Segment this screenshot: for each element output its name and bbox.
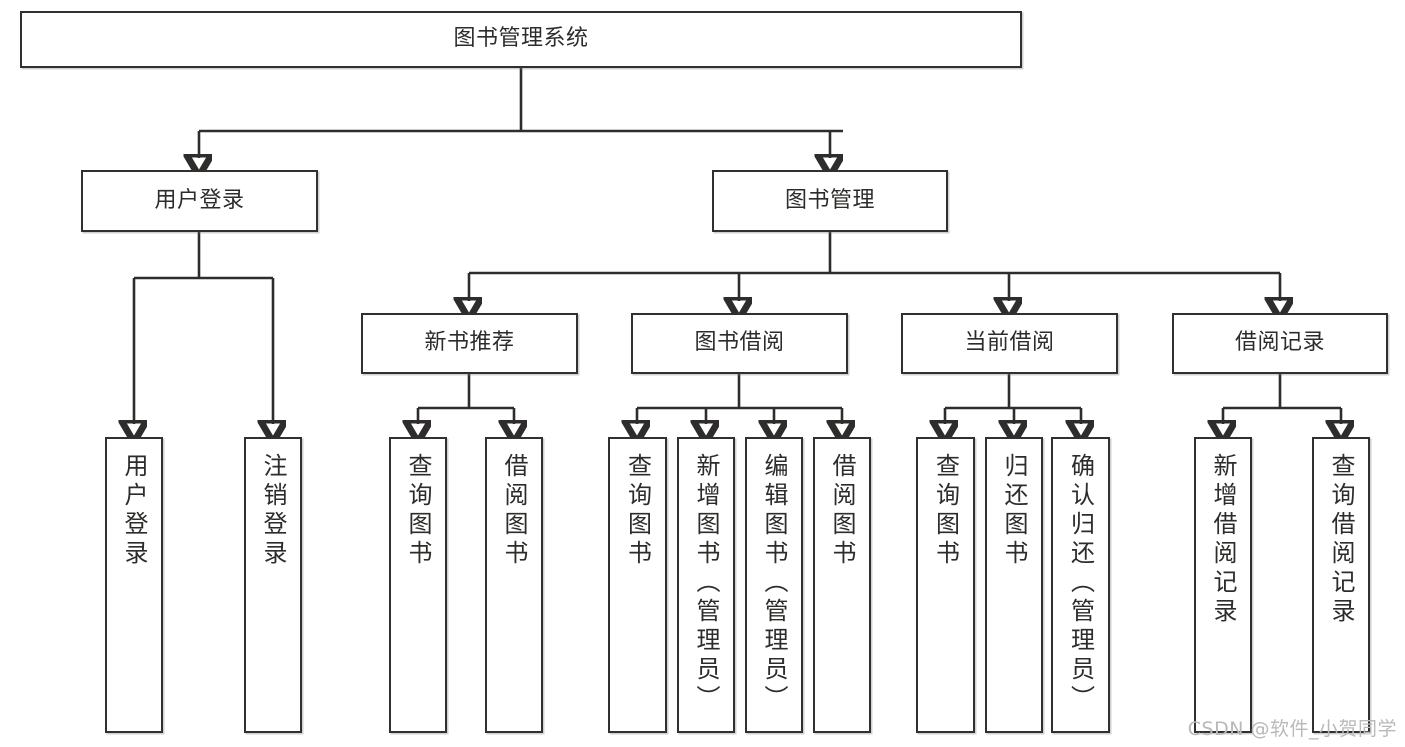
node-book-manage-label: 图书管理	[784, 187, 875, 213]
node-new-book-recommend-label: 新书推荐	[424, 330, 515, 356]
node-leaf-return-book[interactable]: 归还图书	[985, 437, 1043, 733]
node-borrow-record-label: 借阅记录	[1234, 330, 1325, 356]
node-leaf-query-book-borrow-label: 查询图书	[623, 453, 652, 569]
node-leaf-return-book-label: 归还图书	[1000, 453, 1028, 569]
node-leaf-borrow-book-label: 借阅图书	[828, 453, 856, 569]
node-leaf-query-book-rec-label: 查询图书	[404, 453, 432, 569]
node-borrow-record[interactable]: 借阅记录	[1172, 313, 1388, 374]
node-leaf-edit-book-label: 编辑图书（管理员）	[760, 453, 788, 714]
node-leaf-confirm-return[interactable]: 确认归还（管理员）	[1051, 437, 1110, 733]
node-leaf-query-book-rec[interactable]: 查询图书	[389, 437, 447, 733]
node-current-borrow[interactable]: 当前借阅	[901, 313, 1118, 374]
node-leaf-add-book[interactable]: 新增图书（管理员）	[677, 437, 735, 733]
node-user-login-label: 用户登录	[154, 187, 245, 213]
node-leaf-add-record-label: 新增借阅记录	[1209, 453, 1237, 627]
node-user-login[interactable]: 用户登录	[81, 170, 318, 232]
node-leaf-user-logout-label: 注销登录	[259, 453, 287, 569]
node-current-borrow-label: 当前借阅	[964, 330, 1055, 356]
node-leaf-user-login-label: 用户登录	[120, 453, 148, 569]
node-leaf-query-book-borrow[interactable]: 查询图书	[608, 437, 667, 733]
node-leaf-query-book-cur[interactable]: 查询图书	[916, 437, 975, 733]
node-leaf-query-record-label: 查询借阅记录	[1327, 453, 1355, 627]
node-new-book-recommend[interactable]: 新书推荐	[361, 313, 578, 374]
node-leaf-confirm-return-label: 确认归还（管理员）	[1066, 453, 1095, 714]
node-leaf-query-record[interactable]: 查询借阅记录	[1312, 437, 1370, 733]
node-book-borrow-label: 图书借阅	[694, 330, 785, 356]
node-root-label: 图书管理系统	[453, 26, 589, 52]
node-book-manage[interactable]: 图书管理	[712, 170, 948, 232]
node-leaf-borrow-book[interactable]: 借阅图书	[813, 437, 871, 733]
node-root[interactable]: 图书管理系统	[20, 11, 1022, 68]
node-leaf-add-record[interactable]: 新增借阅记录	[1194, 437, 1252, 733]
node-leaf-user-login[interactable]: 用户登录	[105, 437, 163, 733]
node-leaf-edit-book[interactable]: 编辑图书（管理员）	[745, 437, 803, 733]
node-leaf-borrow-book-rec[interactable]: 借阅图书	[485, 437, 543, 733]
node-book-borrow[interactable]: 图书借阅	[631, 313, 848, 374]
node-leaf-user-logout[interactable]: 注销登录	[244, 437, 302, 733]
node-leaf-borrow-book-rec-label: 借阅图书	[500, 453, 528, 569]
csdn-watermark: CSDN @软件_小贺同学	[1187, 718, 1397, 740]
node-leaf-add-book-label: 新增图书（管理员）	[692, 453, 720, 714]
node-leaf-query-book-cur-label: 查询图书	[931, 453, 960, 569]
